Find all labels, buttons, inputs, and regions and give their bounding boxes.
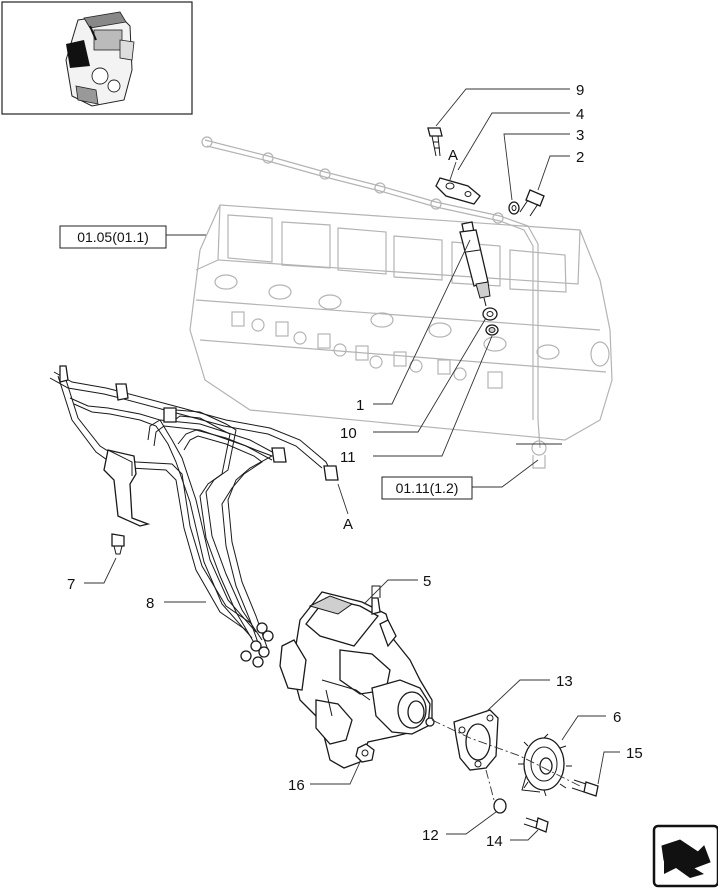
ref-label-bottom: 01.11(1.2): [396, 480, 459, 496]
callout-3: 3: [576, 127, 584, 144]
callout-6: 6: [613, 709, 621, 726]
callout-4: 4: [576, 106, 584, 123]
connector-a-bottom: A: [343, 516, 353, 533]
callout-1: 1: [356, 397, 364, 414]
callout-10: 10: [340, 425, 357, 442]
screw-9: [427, 127, 443, 157]
ref-label-top: 01.05(01.1): [77, 229, 149, 245]
callout-7: 7: [67, 576, 75, 593]
ref-box-bottom[interactable]: 01.11(1.2): [381, 476, 473, 500]
callout-2: 2: [576, 149, 584, 166]
leader-lines: [84, 88, 620, 841]
callout-14: 14: [486, 833, 503, 850]
callout-12: 12: [422, 827, 439, 844]
callout-8: 8: [146, 595, 154, 612]
callout-5: 5: [423, 573, 431, 590]
flange-13: [453, 709, 499, 771]
centre-line: [431, 719, 581, 787]
connector-a-top: A: [448, 147, 458, 164]
injection-pump: [240, 585, 435, 769]
o-ring-12: [493, 798, 507, 814]
cylinder-head-ghost: [189, 204, 613, 441]
next-page-arrow-icon[interactable]: [652, 824, 718, 888]
washer-3: [508, 201, 520, 215]
bolt-7: [111, 533, 125, 555]
callout-labels: 9 4 3 2 A 1 10 11 A 7 8 5 13 6 15 16 12 …: [67, 82, 643, 850]
callout-15: 15: [626, 745, 643, 762]
bolt-2: [519, 189, 545, 217]
callout-13: 13: [556, 673, 573, 690]
callout-16: 16: [288, 777, 305, 794]
injection-pipes: [49, 365, 339, 655]
bolt-14: [523, 817, 549, 833]
engine-thumbnail-icon[interactable]: [1, 1, 193, 115]
screw-15: [571, 779, 599, 797]
washer-11: [485, 324, 499, 336]
injector: [459, 221, 491, 307]
washer-10: [482, 307, 498, 321]
callout-11: 11: [340, 449, 356, 466]
centre-line-vertical: [485, 769, 495, 801]
nut-16: [355, 743, 375, 763]
ref-box-top[interactable]: 01.05(01.1): [59, 225, 167, 249]
clamp-plate: [435, 177, 481, 205]
gear-6: [518, 733, 572, 797]
callout-9: 9: [576, 82, 584, 99]
leak-off-pipe-ghost: [201, 136, 547, 469]
